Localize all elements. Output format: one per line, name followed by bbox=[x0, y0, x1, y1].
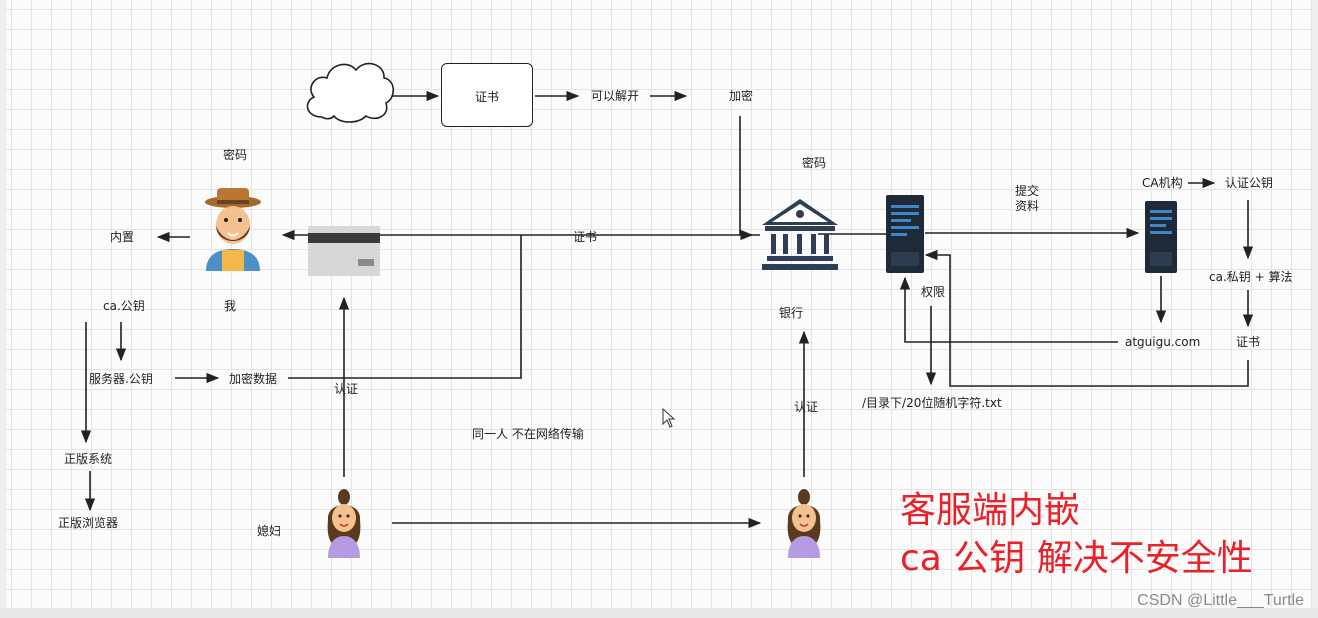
cloud-icon bbox=[306, 62, 395, 123]
label-dir-file: /目录下/20位随机字符.txt bbox=[862, 396, 1002, 410]
label-bank: 银行 bbox=[779, 306, 804, 320]
bottom-scroll-bar[interactable] bbox=[0, 608, 1318, 618]
label-cert-mid: 证书 bbox=[573, 230, 598, 244]
label-auth-pubkey: 认证公钥 bbox=[1225, 176, 1274, 190]
mouse-cursor-icon bbox=[662, 407, 676, 428]
label-genuine-browser: 正版浏览器 bbox=[58, 516, 119, 530]
man-avatar-icon bbox=[205, 188, 261, 271]
arrow-cert-to-server bbox=[924, 249, 1249, 387]
arrow-domain-to-server bbox=[899, 276, 1118, 343]
label-wife: 媳妇 bbox=[257, 524, 282, 538]
server-icon bbox=[886, 195, 924, 273]
label-genuine-system: 正版系统 bbox=[64, 452, 113, 466]
cert-box-label: 证书 bbox=[474, 90, 499, 104]
red-annotation-line1: 客服端内嵌 bbox=[900, 490, 1081, 531]
label-submit-1: 提交 bbox=[1015, 184, 1040, 198]
label-ca-org: CA机构 bbox=[1142, 176, 1183, 190]
bank-card-icon bbox=[308, 226, 380, 276]
label-password-right: 密码 bbox=[802, 156, 827, 170]
arrow-encrypt-to-bank bbox=[739, 116, 754, 241]
watermark: CSDN @Little___Turtle bbox=[1137, 592, 1304, 609]
label-auth-left: 认证 bbox=[334, 382, 359, 396]
woman-avatar-right-icon bbox=[787, 489, 821, 558]
cert-box: 证书 bbox=[441, 63, 533, 127]
label-cert-right: 证书 bbox=[1236, 335, 1261, 349]
label-permission: 权限 bbox=[921, 285, 946, 299]
woman-avatar-left-icon bbox=[327, 489, 361, 558]
label-can-unlock: 可以解开 bbox=[591, 89, 640, 103]
red-annotation-line2: ca 公钥 解决不安全性 bbox=[900, 538, 1253, 579]
label-builtin: 内置 bbox=[110, 230, 135, 244]
label-encrypt-top: 加密 bbox=[729, 89, 754, 103]
server-ca-icon bbox=[1145, 201, 1177, 273]
red-annotation: 客服端内嵌 ca 公钥 解决不安全性 bbox=[900, 487, 1253, 583]
label-domain: atguigu.com bbox=[1125, 335, 1201, 349]
label-ca-pubkey: ca.公钥 bbox=[103, 299, 145, 313]
label-encrypted-data: 加密数据 bbox=[229, 372, 278, 386]
label-server-pubkey: 服务器.公钥 bbox=[89, 372, 153, 386]
label-ca-privkey-algo: ca.私钥 + 算法 bbox=[1209, 270, 1293, 284]
left-edge bbox=[0, 0, 6, 618]
label-me: 我 bbox=[224, 299, 237, 313]
label-same-person: 同一人 不在网络传输 bbox=[472, 427, 584, 441]
label-auth-right: 认证 bbox=[794, 400, 819, 414]
bank-building-icon bbox=[762, 199, 838, 270]
label-submit-2: 资料 bbox=[1015, 199, 1040, 213]
line-encrypted-data bbox=[288, 235, 522, 379]
right-edge bbox=[1312, 0, 1318, 618]
label-password-left: 密码 bbox=[223, 148, 248, 162]
